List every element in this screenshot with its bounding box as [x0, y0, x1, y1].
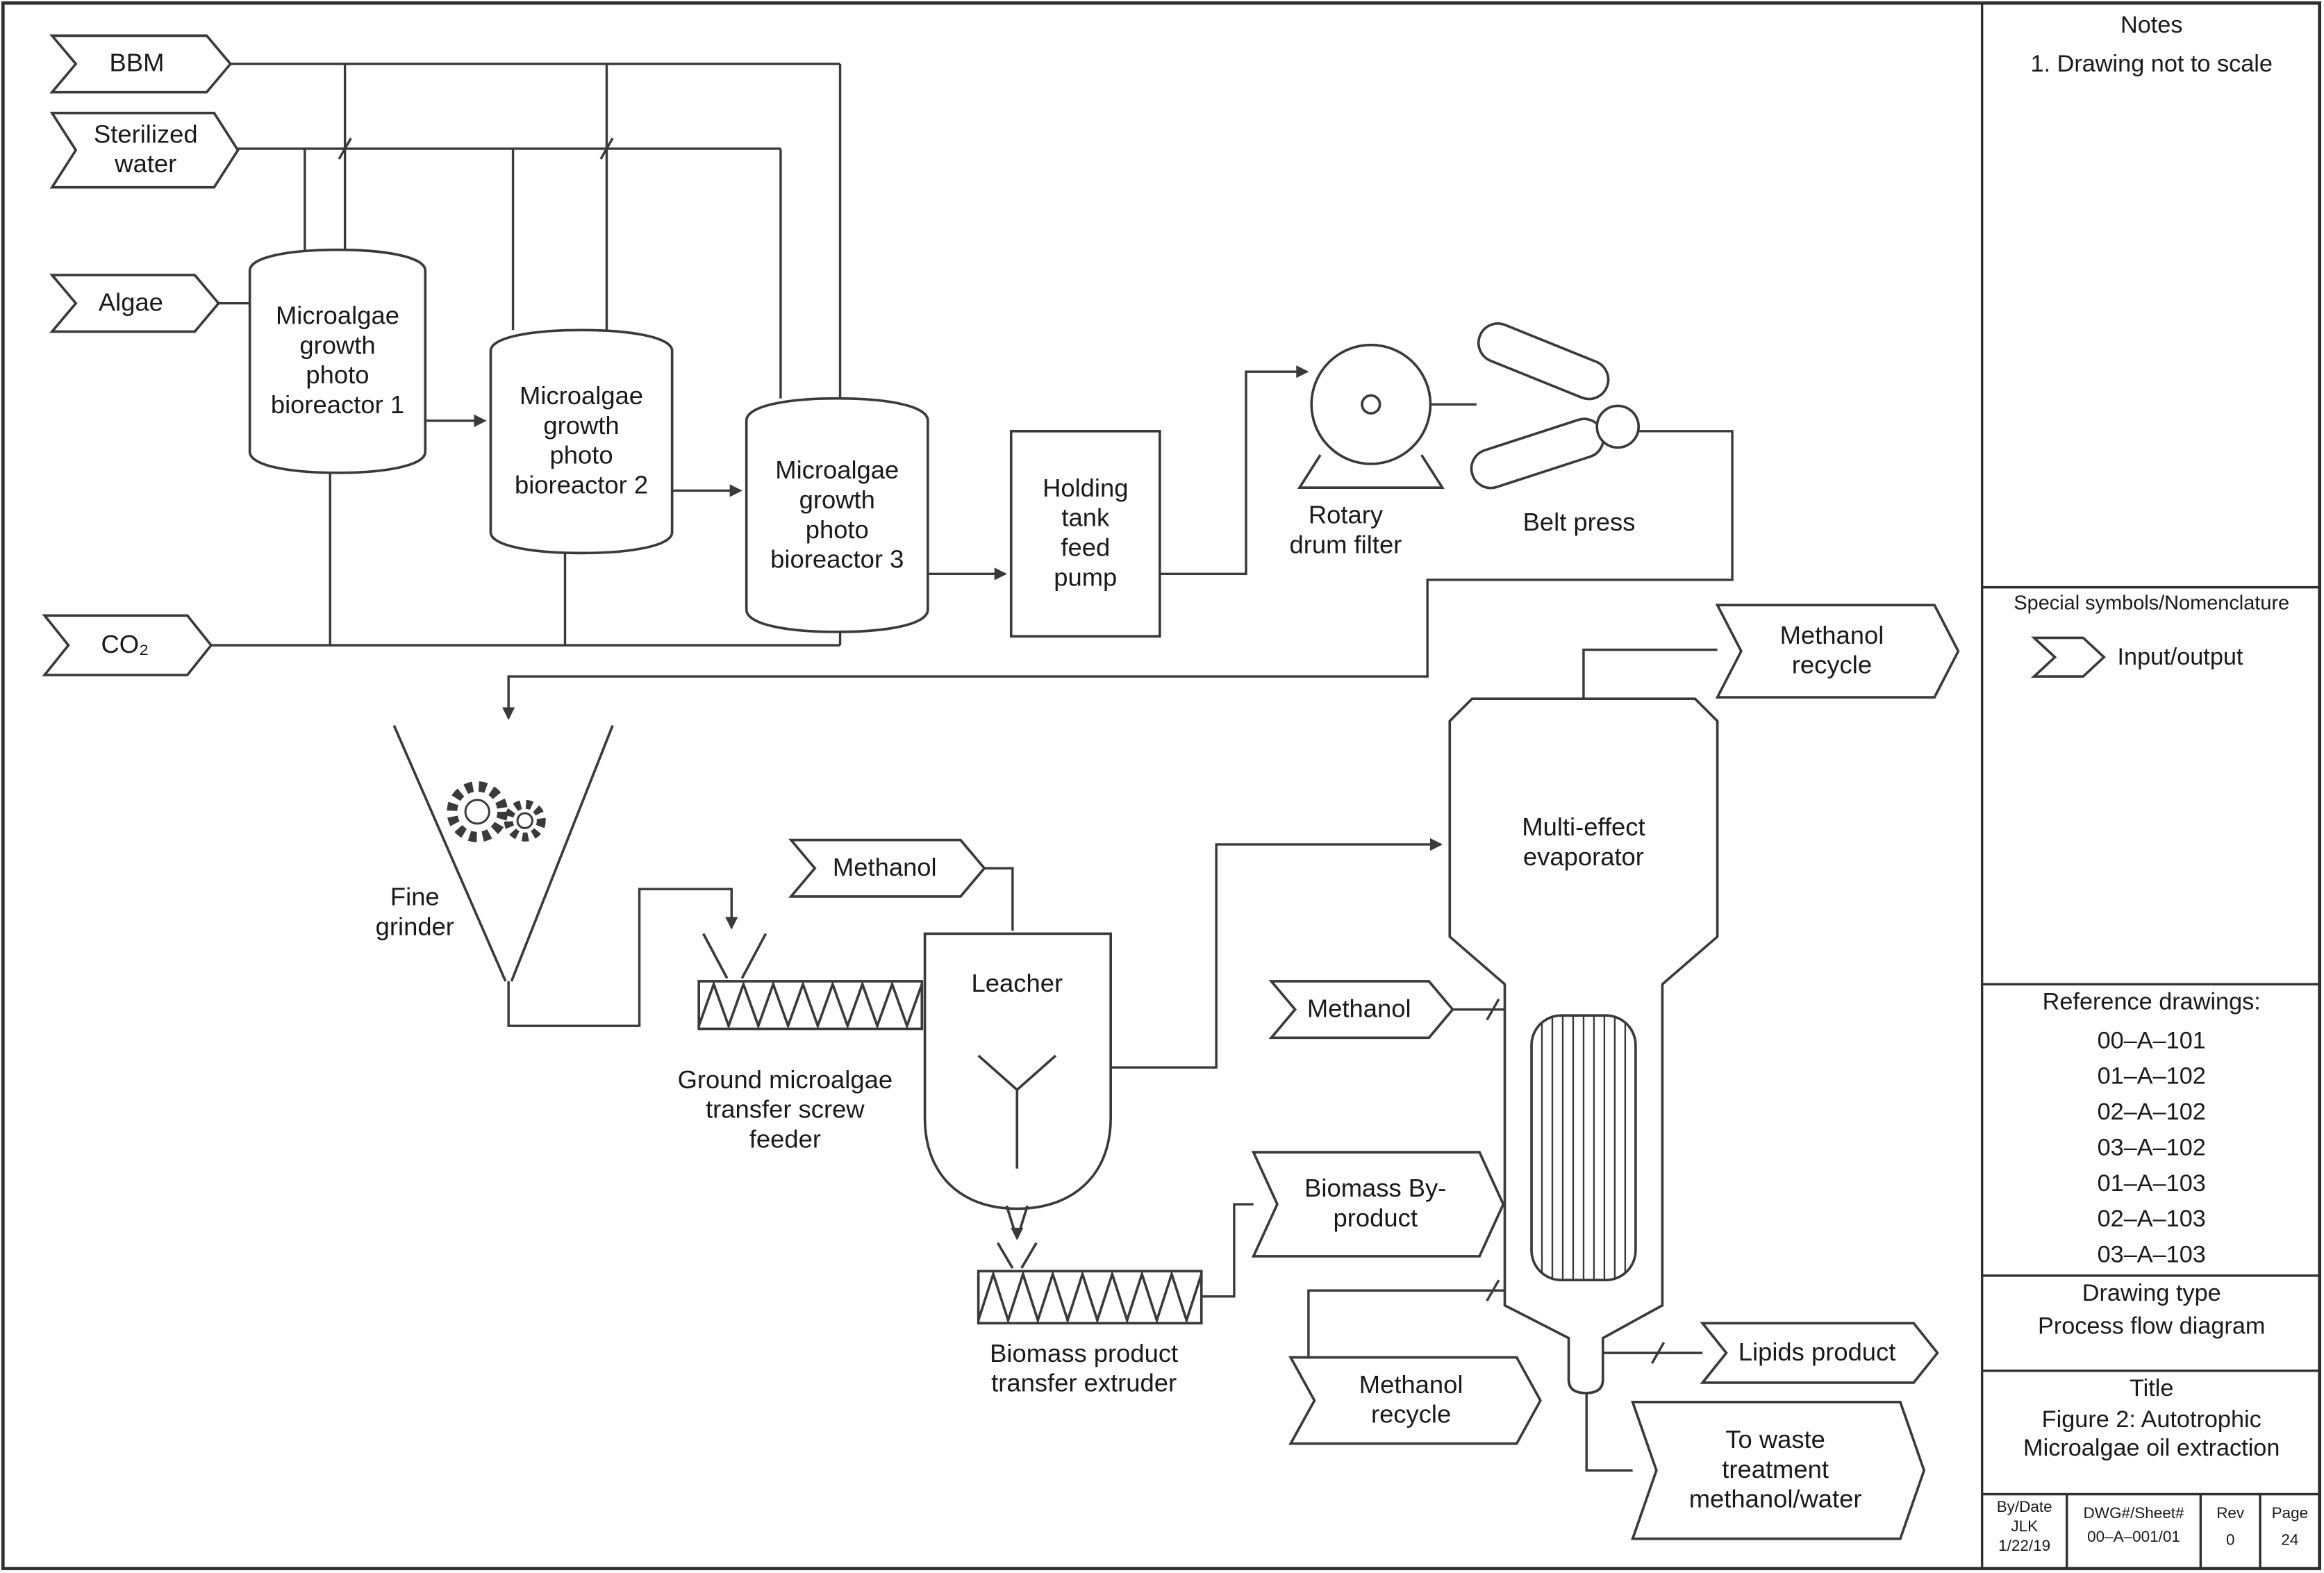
- rotary-drum-axle: [1361, 394, 1381, 415]
- io-flags: [42, 34, 2106, 1540]
- process-lines: [210, 63, 1734, 1472]
- drawing-type-label: Drawing type: [2082, 1281, 2221, 1307]
- title-label: Title: [2129, 1376, 2174, 1402]
- bbm-label: BBM: [109, 49, 165, 78]
- holding-pump-label: Holding tank feed pump: [1043, 474, 1129, 592]
- methanol-mid-label: Methanol: [1306, 994, 1411, 1023]
- bbm-flag: [49, 34, 233, 94]
- line-grinder-feeder: [507, 888, 738, 1027]
- line-evaporator-waste: [1585, 1392, 1633, 1472]
- line-jump-marks: [338, 138, 1666, 1364]
- bioreactor-2-vessel: [489, 328, 674, 555]
- equipment-shapes: [248, 248, 1719, 1395]
- extruder-label: Biomass product transfer extruder: [990, 1339, 1179, 1398]
- rotary-drum-tray: [1297, 454, 1445, 490]
- notes-item-1: 1. Drawing not to scale: [2030, 51, 2273, 78]
- stamp-rev-label: Rev: [2216, 1504, 2245, 1523]
- belt-press-roller-top: [1477, 322, 1610, 401]
- stamp-by-value: JLK: [2011, 1517, 2039, 1536]
- leacher-outlet: [1005, 1205, 1029, 1230]
- evaporator-label: Multi-effect evaporator: [1522, 813, 1645, 872]
- methanol-top-label: Methanol: [832, 853, 937, 882]
- line-methanol-leacher: [984, 867, 1014, 931]
- lipids-product-label: Lipids product: [1738, 1338, 1896, 1367]
- reference-item: 02–A–102: [2097, 1100, 2206, 1126]
- rotary-filter-label: Rotary drum filter: [1289, 501, 1402, 559]
- belt-press-roller-bottom: [1470, 417, 1605, 490]
- reference-item: 01–A–102: [2097, 1064, 2206, 1090]
- title-block-grid: [1980, 3, 2320, 1569]
- bioreactor-3-label: Microalgae growth photo bioreactor 3: [770, 456, 904, 574]
- methanol-top-flag: [788, 838, 986, 898]
- belt-press-label: Belt press: [1522, 508, 1636, 537]
- line-evaporator-recycle-top: [1582, 648, 1718, 699]
- stamp-dwg-value: 00–A–001/01: [2087, 1528, 2180, 1547]
- algae-flag: [49, 274, 221, 333]
- bioreactor-3-vessel: [745, 397, 929, 633]
- methanol-recycle-top-label: Methanol recycle: [1779, 621, 1884, 680]
- references-title: Reference drawings:: [2042, 990, 2261, 1016]
- title-value: Figure 2: Autotrophic Microalgae oil ext…: [2023, 1408, 2280, 1462]
- stamp-page-label: Page: [2271, 1504, 2309, 1523]
- line-extruder-byproduct: [1201, 1203, 1254, 1298]
- reference-item: 02–A–103: [2097, 1207, 2206, 1233]
- reference-item: 03–A–103: [2097, 1242, 2206, 1269]
- belt-press-roller-end: [1595, 404, 1640, 449]
- methanol-recycle-bottom-flag: [1288, 1356, 1542, 1445]
- grinder-gears: [447, 781, 546, 842]
- gear-large-hub: [464, 799, 490, 825]
- drawing-type-value: Process flow diagram: [2037, 1314, 2266, 1340]
- stamp-rev-value: 0: [2225, 1531, 2235, 1549]
- fine-grinder-funnel: [392, 724, 614, 982]
- io-symbol-label: Input/output: [2117, 645, 2243, 671]
- methanol-recycle-top-flag: [1715, 604, 1960, 699]
- gear-small-hub: [516, 812, 533, 829]
- holding-pump-box: [1009, 430, 1161, 638]
- stamp-page-value: 24: [2281, 1531, 2299, 1549]
- sterilized-water-label: Sterilized water: [93, 120, 198, 178]
- stamp-by-label: By/Date: [1996, 1498, 2052, 1517]
- methanol-mid-flag: [1268, 980, 1454, 1040]
- algae-label: Algae: [98, 288, 163, 317]
- stamp-dwg-label: DWG#/Sheet#: [2083, 1504, 2184, 1523]
- screw-feeder-screw: [697, 980, 924, 1030]
- sterilized-water-flag: [49, 111, 240, 189]
- extruder-inlet: [996, 1242, 1038, 1270]
- screw-feeder-inlet: [702, 933, 767, 979]
- io-symbol-sample-flag: [2030, 636, 2106, 678]
- reference-item: 03–A–102: [2097, 1135, 2206, 1161]
- biomass-byproduct-flag: [1251, 1151, 1505, 1258]
- extruder-screw: [977, 1270, 1203, 1324]
- evaporator-tubes: [1541, 1015, 1627, 1281]
- leacher-agitator: [977, 1054, 1057, 1169]
- reference-item: 00–A–101: [2097, 1029, 2206, 1054]
- methanol-recycle-bottom-label: Methanol recycle: [1359, 1370, 1463, 1429]
- leacher-vessel: [923, 932, 1112, 1210]
- notes-title: Notes: [2120, 13, 2183, 39]
- leacher-label: Leacher: [971, 969, 1063, 998]
- co2-label: CO₂: [101, 630, 149, 659]
- line-beltpress-grinder: [502, 430, 1734, 720]
- symbols-title: Special symbols/Nomenclature: [2014, 592, 2290, 615]
- waste-label: To waste treatment methanol/water: [1688, 1425, 1862, 1514]
- bioreactor-1-vessel: [248, 248, 427, 474]
- biomass-byproduct-label: Biomass By- product: [1304, 1174, 1447, 1233]
- screw-feeder-label: Ground microalgae transfer screw feeder: [677, 1065, 893, 1154]
- lipids-product-flag: [1700, 1322, 1939, 1384]
- line-leacher-evaporator: [1111, 838, 1443, 1069]
- line-recycle-bottom: [1307, 1289, 1505, 1358]
- waste-flag: [1631, 1400, 1926, 1540]
- line-pump-filter: [1159, 365, 1309, 576]
- bioreactor-2-label: Microalgae growth photo bioreactor 2: [514, 381, 649, 500]
- stamp-date-value: 1/22/19: [1998, 1537, 2051, 1556]
- reference-item: 01–A–103: [2097, 1171, 2206, 1197]
- co2-flag: [42, 614, 213, 676]
- bioreactor-1-label: Microalgae growth photo bioreactor 1: [270, 301, 405, 419]
- fine-grinder-label: Fine grinder: [375, 883, 454, 942]
